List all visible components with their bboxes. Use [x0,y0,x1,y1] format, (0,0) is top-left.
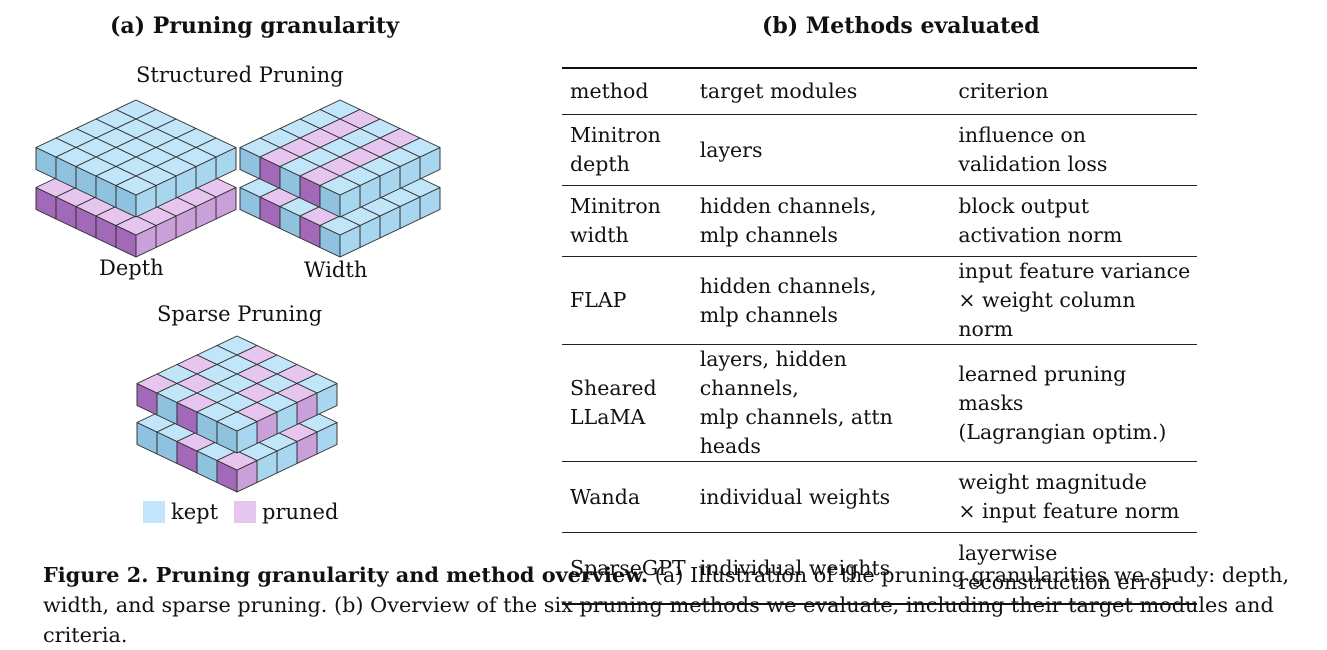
pruning-illustration [35,99,441,493]
cell-target-modules: individual weights [691,532,951,605]
sparse-pruning-label: Sparse Pruning [157,302,323,326]
cell-criterion: layerwise reconstruction error [950,532,1197,605]
cell-criterion: input feature variance × weight column n… [950,256,1197,345]
panel-b-title: (b) Methods evaluated [762,13,1040,39]
cell-criterion: learned pruning masks (Lagrangian optim.… [950,344,1197,462]
cell-method: Minitron width [562,185,692,257]
depth-label: Depth [99,256,164,280]
sparse-pruning-illustration [136,335,338,493]
panel-a-title: (a) Pruning granularity [110,13,399,39]
width-pruning-illustration [239,99,441,258]
cell-target-modules: layers, hidden channels, mlp channels, a… [691,344,951,462]
kept-cube [319,175,361,218]
methods-table: method target modules criterion Minitron… [562,68,1197,605]
cell-method: Sheared LLaMA [562,344,692,462]
cell-target-modules: layers [691,114,951,186]
cell-target-modules: individual weights [691,461,951,533]
legend-kept-label: kept [171,500,219,524]
cell-criterion: block output activation norm [950,185,1197,257]
pruned-cube [115,215,157,258]
caption-text: (a) Illustration of the pruning granular… [43,563,1290,647]
cell-criterion: influence on validation loss [950,114,1197,186]
cell-method: FLAP [562,256,692,345]
kept-cube [319,215,361,258]
cell-method: Minitron depth [562,114,692,186]
legend-pruned-swatch [234,501,256,523]
cell-target-modules: hidden channels, mlp channels [691,185,951,257]
table-header-row: method target modules criterion [562,68,1197,115]
structured-pruning-label: Structured Pruning [136,63,344,87]
header-method: method [562,68,692,115]
depth-pruning-illustration [35,99,237,258]
legend-kept-swatch [143,501,165,523]
width-label: Width [304,258,368,282]
cell-method: Wanda [562,461,692,533]
cell-criterion: weight magnitude × input feature norm [950,461,1197,533]
legend-pruned-label: pruned [262,500,339,524]
caption-bold: Figure 2. Pruning granularity and method… [43,562,649,587]
pruned-cube [216,450,258,493]
header-target-modules: target modules [691,68,951,115]
figure-caption: Figure 2. Pruning granularity and method… [43,560,1303,650]
kept-cube [115,175,157,218]
cell-method: SparseGPT [562,532,692,605]
kept-cube [216,411,258,454]
header-criterion: criterion [950,68,1197,115]
cell-target-modules: hidden channels, mlp channels [691,256,951,345]
